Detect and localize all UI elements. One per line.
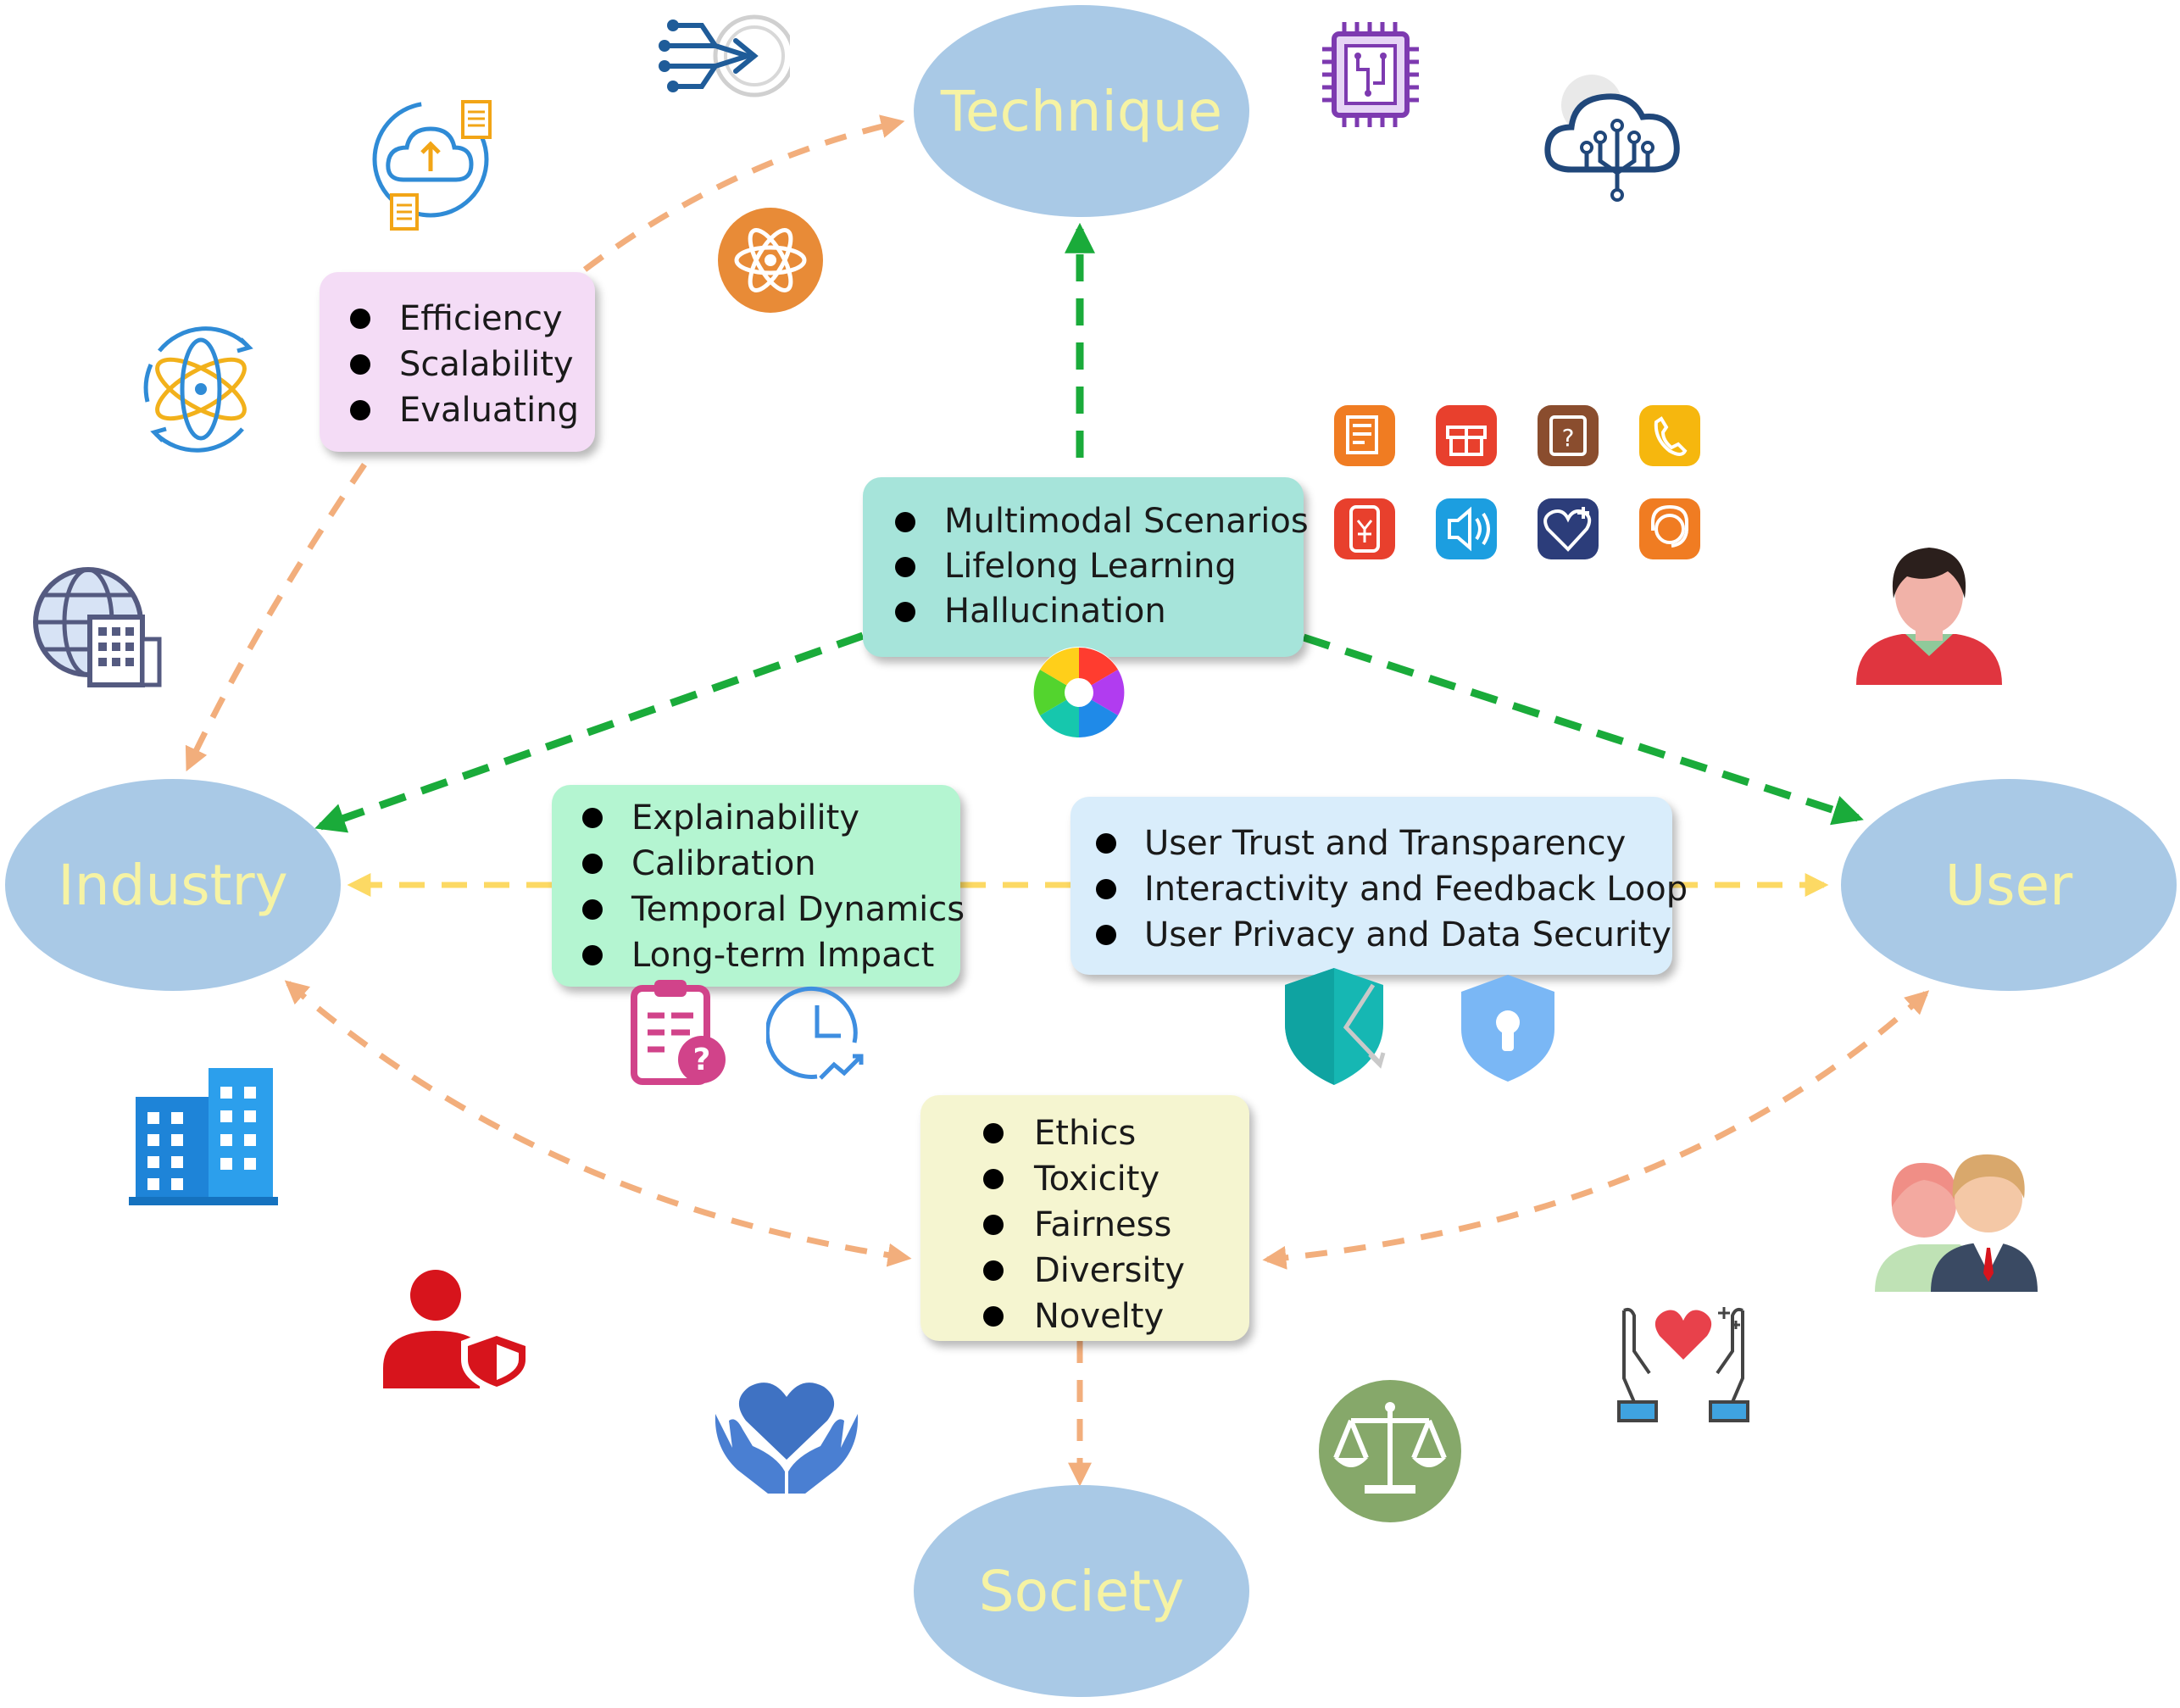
box-technique-industry: Efficiency Scalability Evaluating [320,272,595,452]
globe-building-icon [33,567,162,687]
list-item: Calibration [552,841,960,887]
node-industry-label: Industry [58,852,288,918]
arrow-center-to-user [1302,633,1864,826]
circuit-arrow-icon [659,14,790,97]
list-item: Efficiency [320,296,595,342]
list-item: Explainability [552,795,960,841]
node-society-label: Society [978,1558,1185,1624]
clock-trend-icon [766,986,864,1080]
office-building-icon [129,1068,278,1205]
arrow-box-to-industry [185,463,367,772]
list-item: Ethics [920,1110,1249,1156]
atom-orange-icon [718,208,823,313]
list-item: User Privacy and Data Security [1071,912,1672,958]
list-item: Lifelong Learning [863,544,1304,589]
list-item: Long-term Impact [552,932,960,978]
arrow-user-society [1262,990,1930,1270]
list-item: Hallucination [863,589,1304,634]
cloud-upload-icon [372,100,492,231]
hands-heart-icon [1617,1307,1749,1422]
box-center: Multimodal Scenarios Lifelong Learning H… [863,477,1309,657]
user-shield-icon [383,1270,532,1394]
user-male-icon [1856,548,2002,685]
list-item: Fairness [920,1202,1249,1248]
node-user-label: User [1944,852,2073,918]
node-technique-label: Technique [940,78,1223,144]
node-society: Society [914,1485,1249,1697]
svg-text:?: ? [693,1043,711,1077]
couple-icon [1875,1154,2038,1292]
node-industry: Industry [5,779,341,991]
node-user: User [1841,779,2177,991]
aperture-icon [1033,647,1125,738]
svg-text:?: ? [1562,424,1575,452]
box-industry-user-right: User Trust and Transparency Interactivit… [1071,797,1688,975]
arrow-industry-society [284,980,912,1267]
box-industry-user-left: Explainability Calibration Temporal Dyna… [552,785,965,987]
heart-hands-icon [715,1383,859,1494]
shield-teal-icon [1285,968,1386,1085]
list-item: Novelty [920,1294,1249,1339]
box-society: Ethics Toxicity Fairness Diversity Novel… [920,1095,1249,1341]
cpu-chip-icon [1322,22,1419,127]
app-grid-icons: ? [1334,405,1700,559]
list-item: Temporal Dynamics [552,887,965,932]
shield-lock-icon [1461,975,1554,1082]
arrow-box-to-technique [582,114,905,272]
list-item: Scalability [320,342,595,387]
clipboard-question-icon: ? [631,980,726,1085]
list-item: Toxicity [920,1156,1249,1202]
list-item: Interactivity and Feedback Loop [1071,866,1688,912]
list-item: Evaluating [320,387,595,433]
cloud-network-icon [1544,75,1680,202]
list-item: Multimodal Scenarios [863,499,1309,544]
arrow-center-to-industry [314,631,865,833]
list-item: Diversity [920,1248,1249,1294]
list-item: User Trust and Transparency [1071,821,1672,866]
atom-cycle-icon [143,326,253,453]
justice-scale-icon [1319,1380,1461,1522]
node-technique: Technique [914,5,1249,217]
